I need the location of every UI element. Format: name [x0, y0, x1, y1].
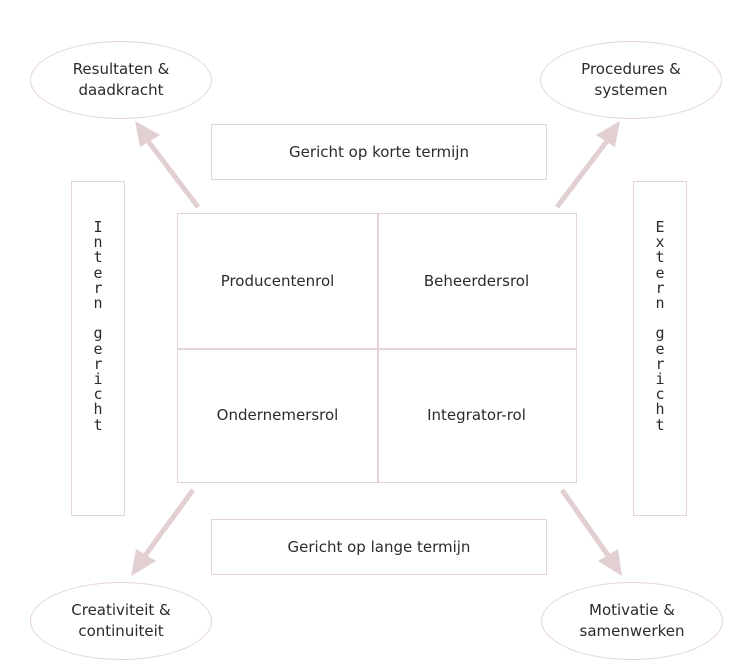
ellipse-motivatie-samenwerken: Motivatie & samenwerken [541, 582, 723, 660]
grid-divider-horizontal [178, 348, 576, 350]
ellipse-creativiteit-continuiteit: Creativiteit & continuiteit [30, 582, 212, 660]
extern-gericht-label: E x t e r n g e r i c h t [655, 218, 665, 434]
arrow-top-right [555, 133, 614, 209]
intern-gericht-label: I n t e r n g e r i c h t [93, 218, 103, 434]
role-quadrant-grid: Producentenrol Beheerdersrol Ondernemers… [177, 213, 577, 483]
quadrant-integrator-rol: Integrator-rol [378, 349, 575, 481]
ellipse-resultaten-daadkracht: Resultaten & daadkracht [30, 41, 212, 119]
producentenrol-label: Producentenrol [220, 272, 335, 290]
integrator-rol-label: Integrator-rol [427, 406, 526, 424]
short-term-label: Gericht op korte termijn [289, 143, 469, 161]
arrow-bottom-left [138, 488, 196, 566]
ondernemersrol-label: Ondernemersrol [216, 406, 339, 424]
quadrant-beheerdersrol: Beheerdersrol [378, 214, 575, 348]
ellipse-procedures-systemen: Procedures & systemen [540, 41, 722, 119]
beheerdersrol-label: Beheerdersrol [423, 272, 530, 290]
arrow-bottom-right [559, 488, 615, 566]
box-extern-gericht: E x t e r n g e r i c h t [633, 181, 687, 516]
quadrant-producentenrol: Producentenrol [178, 214, 377, 348]
long-term-label: Gericht op lange termijn [287, 538, 471, 556]
box-intern-gericht: I n t e r n g e r i c h t [71, 181, 125, 516]
box-long-term: Gericht op lange termijn [211, 519, 547, 575]
box-short-term: Gericht op korte termijn [211, 124, 547, 180]
arrow-top-left [141, 133, 200, 209]
quadrant-ondernemersrol: Ondernemersrol [178, 349, 377, 481]
